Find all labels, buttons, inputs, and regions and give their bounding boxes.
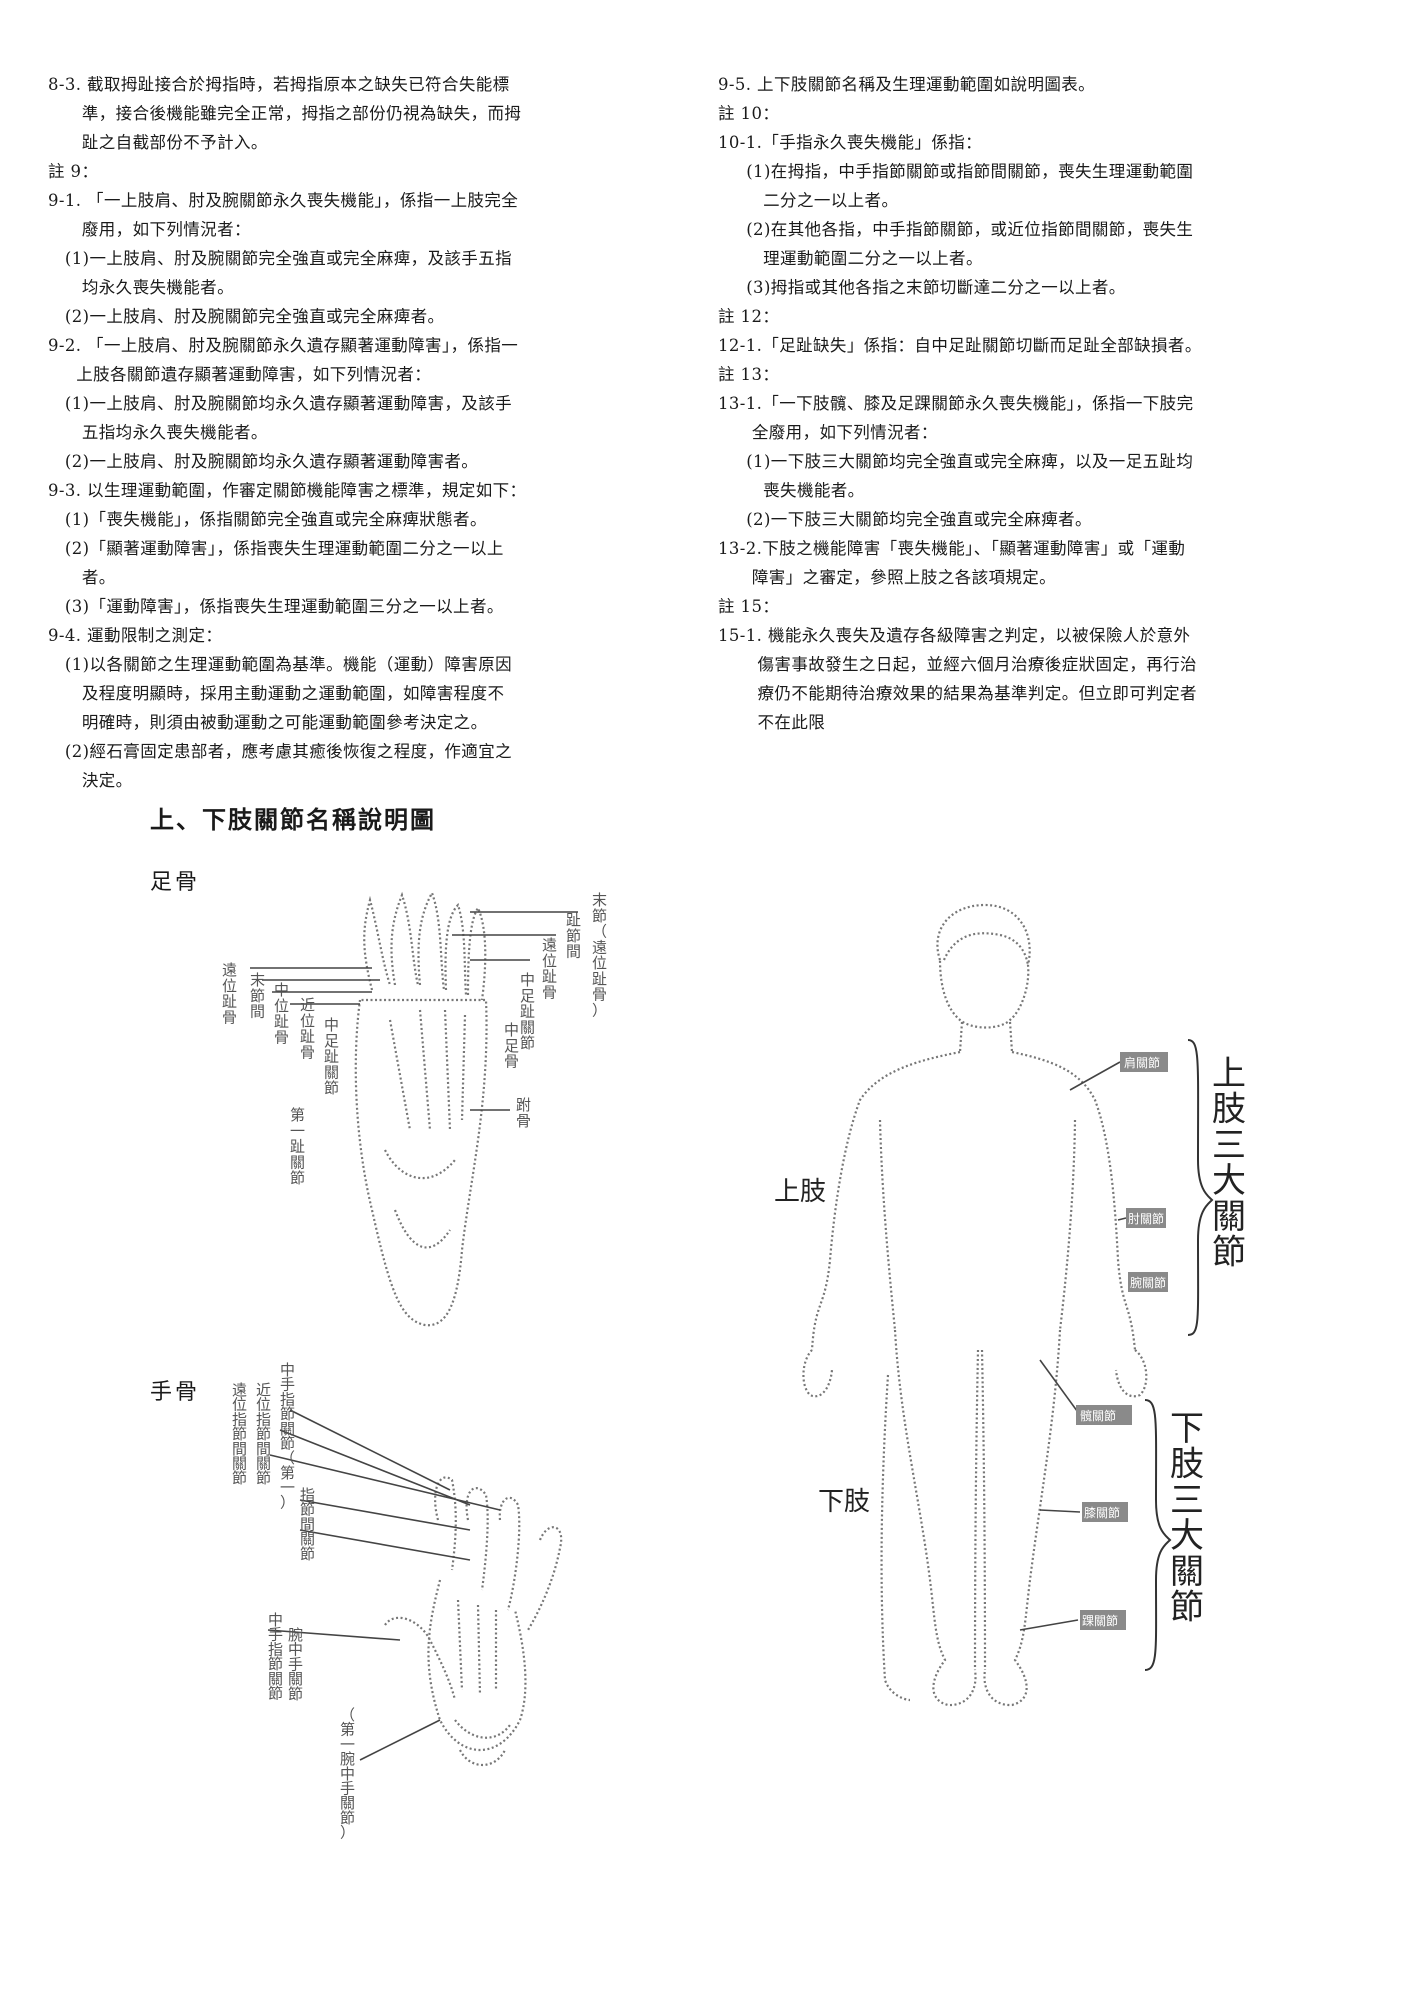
text-line: 12-1.「足趾缺失」係指：自中足趾關節切斷而足趾全部缺損者。 [718,336,1202,355]
text-line: (1)一上肢肩、肘及腕關節均永久遺存顯著運動障害，及該手 [48,394,513,413]
foot-bone-label: 中足骨 [504,1021,519,1071]
text-line: 均永久喪失機能者。 [48,278,234,297]
text-line: 註 10： [718,104,780,123]
foot-bones-label: 足骨 [150,870,201,895]
text-line: 8-3. 截取拇趾接合於拇指時，若拇指原本之缺失已符合失能標 [48,75,510,94]
upper-limb-joints-label: 上肢三大關節 [1212,1054,1246,1273]
foot-bone-label: 中位趾骨 [274,981,289,1046]
figure-title: 上、下肢關節名稱說明圖 [150,806,436,834]
text-line: (1)一下肢三大關節均完全強直或完全麻痺，以及一足五趾均 [718,452,1194,471]
text-line: 9-2. 「一上肢肩、肘及腕關節永久遺存顯著運動障害」，係指一 [48,336,519,355]
foot-bone-label: 遠位趾骨 [222,961,237,1026]
text-line: (2)經石膏固定患部者，應考慮其癒後恢復之程度，作適宜之 [48,742,513,761]
hand-bone-label: 指節間關節 [300,1486,315,1563]
right-text-column: 9-5. 上下肢關節名稱及生理運動範圍如說明圖表。註 10： 10-1.「手指永久… [718,70,1366,737]
lower-joint-name: 髖關節 [1080,1408,1116,1423]
hand-bone-label: 中手指節關節 [268,1611,283,1703]
foot-bone-label: 中足趾關節 [324,1016,339,1097]
foot-bone-label: 末節間 [250,971,265,1021]
text-line: 傷害事故發生之日起，並經六個月治療後症狀固定，再行治 [718,655,1197,674]
text-line: (2)一上肢肩、肘及腕關節均永久遺存顯著運動障害者。 [48,452,479,471]
text-line: 及程度明顯時，採用主動運動之運動範圍，如障害程度不 [48,684,505,703]
text-line: 註 13： [718,365,780,384]
text-line: 障害」之審定，參照上肢之各該項規定。 [718,568,1057,587]
upper-group-vertical-label: 上肢三大關節 [1212,1054,1246,1273]
text-line: 9-5. 上下肢關節名稱及生理運動範圍如說明圖表。 [718,75,1096,94]
lower-limb-bracket [1144,1399,1172,1671]
hand-leader-lines [267,1409,501,1761]
upper-joint-name: 肘關節 [1128,1211,1164,1226]
text-line: 廢用，如下列情況者： [48,220,251,239]
text-line: 二分之一以上者。 [718,191,899,210]
foot-bone-label: 跗骨 [516,1096,531,1130]
lower-joint-name: 膝關節 [1084,1505,1120,1520]
text-line: 喪失機能者。 [718,481,865,500]
text-line: 不在此限 [718,713,826,732]
text-line: 全廢用，如下列情況者： [718,423,938,442]
foot-bone-label: 近位趾骨 [300,996,315,1061]
hand-bone-label: （第一腕中手關節） [340,1706,355,1842]
lower-limb-joints-label: 下肢三大關節 [1170,1409,1204,1628]
foot-bone-label: 末節（遠位趾骨） [592,891,607,1019]
text-line: (1)「喪失機能」，係指關節完全強直或完全麻痺狀態者。 [48,510,487,529]
text-line: 明確時，則須由被動運動之可能運動範圍參考決定之。 [48,713,488,732]
hand-outline [384,1476,563,1766]
upper-limb-bracket [1187,1039,1214,1336]
text-line: 13-2.下肢之機能障害「喪失機能」、「顯著運動障害」或「運動 [718,539,1186,558]
text-line: 趾之自截部份不予計入。 [48,133,268,152]
text-line: 9-4. 運動限制之測定： [48,626,223,645]
hand-bone-label: 遠位指節間關節 [232,1381,247,1487]
lower-limb-label: 下肢 [818,1487,870,1517]
text-line: 療仍不能期待治療效果的結果為基準判定。但立即可判定者 [718,684,1197,703]
lower-joint-name: 踝關節 [1082,1613,1118,1628]
text-line: 15-1. 機能永久喪失及遺存各級障害之判定，以被保險人於意外 [718,626,1191,645]
text-line: 9-1. 「一上肢肩、肘及腕關節永久喪失機能」，係指一上肢完全 [48,191,519,210]
foot-vertical-labels: 末節（遠位趾骨）趾節間遠位趾骨中足趾關節中足骨跗骨遠位趾骨末節間中位趾骨近位趾骨… [222,891,607,1187]
hand-bone-label: 腕中手關節 [288,1626,303,1703]
upper-joint-markers [1069,1052,1168,1292]
text-line: (2)在其他各指，中手指節關節，或近位指節間關節，喪失生 [718,220,1194,239]
lower-joint-markers [1019,1359,1132,1631]
text-line: (2)一上肢肩、肘及腕關節完全強直或完全麻痺者。 [48,307,445,326]
text-line: 9-3. 以生理運動範圍，作審定關節機能障害之標準，規定如下： [48,481,527,500]
text-line: 註 9： [48,162,99,181]
text-line: (2)「顯著運動障害」，係指喪失生理運動範圍二分之一以上 [48,539,504,558]
text-line: 上肢各關節遺存顯著運動障害，如下列情況者： [48,365,432,384]
hand-bone-label: 中手指節關節（第一） [280,1361,295,1511]
text-line: (1)以各關節之生理運動範圍為基準。機能（運動）障害原因 [48,655,513,674]
foot-bone-label: 第一趾關節 [290,1106,305,1187]
text-line: 理運動範圍二分之一以上者。 [718,249,983,268]
text-line: 五指均永久喪失機能者。 [48,423,268,442]
body-outline [802,903,1148,1707]
text-line: 者。 [48,568,116,587]
text-line: 決定。 [48,771,133,790]
text-line: 準，接合後機能雖完全正常，拇指之部份仍視為缺失，而拇 [48,104,522,123]
text-line: 13-1.「一下肢髖、膝及足踝關節永久喪失機能」，係指一下肢完 [718,394,1194,413]
foot-bone-label: 趾節間 [566,911,581,961]
hand-bone-label: 近位指節間關節 [256,1381,271,1487]
text-line: 註 12： [718,307,780,326]
text-line: 10-1.「手指永久喪失機能」係指： [718,133,983,152]
upper-joint-name: 腕關節 [1130,1275,1166,1290]
text-line: (3)拇指或其他各指之末節切斷達二分之一以上者。 [718,278,1126,297]
lower-group-vertical-label: 下肢三大關節 [1170,1409,1204,1628]
foot-bone-label: 遠位趾骨 [542,936,557,1001]
text-line: (1)在拇指，中手指節關節或指節間關節，喪失生理運動範圍 [718,162,1194,181]
text-line: 註 15： [718,597,780,616]
upper-joint-name: 肩關節 [1124,1055,1160,1070]
hand-bones-label: 手骨 [150,1380,201,1405]
foot-bone-label: 中足趾關節 [520,971,535,1052]
text-line: (1)一上肢肩、肘及腕關節完全強直或完全麻痺，及該手五指 [48,249,513,268]
foot-outline [354,890,488,1327]
text-line: (3)「運動障害」，係指喪失生理運動範圍三分之一以上者。 [48,597,504,616]
left-text-column: 8-3. 截取拇趾接合於拇指時，若拇指原本之缺失已符合失能標 準，接合後機能雖完… [48,70,666,795]
upper-limb-label: 上肢 [774,1177,826,1207]
foot-leader-lines [250,911,578,1111]
text-line: (2)一下肢三大關節均完全強直或完全麻痺者。 [718,510,1092,529]
